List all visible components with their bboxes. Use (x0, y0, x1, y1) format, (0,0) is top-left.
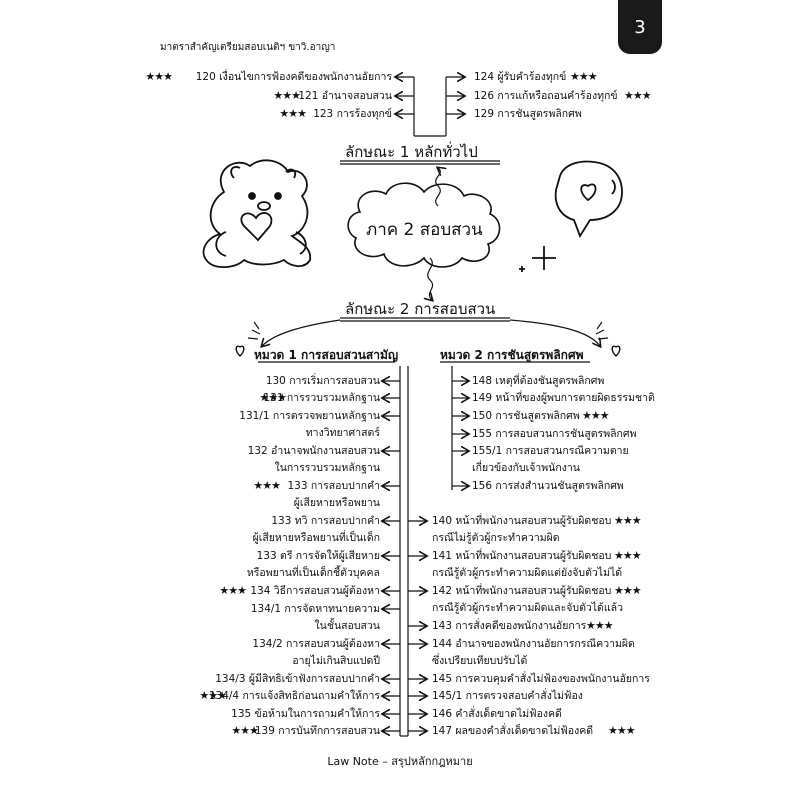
shared-item: กรณีรู้ตัวผู้กระทำความผิดแต่ยังจับตัวไม่… (432, 567, 623, 579)
shared-item: 142 หน้าที่พนักงานสอบสวนผู้รับผิดชอบ (432, 585, 612, 597)
star-rating: ★★★ (624, 89, 652, 102)
category1-item: 134/4 การแจ้งสิทธิก่อนถามคำให้การ (208, 690, 380, 702)
top-left-item: 121 อำนาจสอบสวน (298, 90, 392, 102)
star-rating: ★★★ (614, 514, 642, 527)
category1-item: 134 วิธีการสอบสวนผู้ต้องหา (250, 585, 380, 597)
part-title: ภาค 2 สอบสวน (366, 220, 483, 240)
category2-item: 156 การส่งสำนวนชันสูตรพลิกศพ (472, 480, 624, 492)
star-rating: ★★★ (608, 724, 636, 737)
shared-item: 147 ผลของคำสั่งเด็ดขาดไม่ฟ้องคดี (432, 725, 594, 737)
star-rating: ★★★ (253, 479, 281, 492)
star-rating: ★★★ (586, 619, 614, 632)
category1-item: 131 การรวบรวมหลักฐาน (263, 392, 380, 404)
heart-bubble-icon (554, 160, 623, 239)
category1-item: 133 ทวิ การสอบปากคำ (271, 515, 380, 527)
star-rating: ★★★ (614, 549, 642, 562)
star-rating: ★★★ (199, 689, 227, 702)
star-rating: ★★★ (570, 70, 598, 83)
shared-item: 144 อำนาจของพนักงานอัยการกรณีความผิด (432, 638, 635, 650)
category2-item: 150 การชันสูตรพลิกศพ (472, 410, 580, 422)
star-rating: ★★★ (259, 391, 287, 404)
category1-item: ผู้เสียหายหรือพยาน (293, 497, 380, 509)
heart-icon (235, 345, 621, 357)
star-rating: ★★★ (219, 584, 247, 597)
star-rating: ★★★ (582, 409, 610, 422)
category1-item: 133 การสอบปากคำ (287, 480, 381, 492)
category2-item: 155/1 การสอบสวนกรณีความตาย (472, 445, 629, 457)
category2-item: 149 หน้าที่ของผู้พบการตายผิดธรรมชาติ (472, 392, 655, 404)
category1-item: หรือพยานที่เป็นเด็กชี้ตัวบุคคล (246, 567, 380, 579)
shared-item: ซึ่งเปรียบเทียบปรับได้ (432, 655, 528, 667)
top-left-item: 123 การร้องทุกข์ (313, 108, 392, 120)
category1-title: หมวด 1 การสอบสวนสามัญ (254, 348, 399, 362)
bear-icon (202, 159, 312, 268)
shared-item: 145/1 การตรวจสอบคำสั่งไม่ฟ้อง (432, 690, 583, 702)
shared-item: 140 หน้าที่พนักงานสอบสวนผู้รับผิดชอบ (432, 515, 612, 527)
category2-title: หมวด 2 การชันสูตรพลิกศพ (440, 348, 584, 362)
shared-item: 143 การสั่งคดีของพนักงานอัยการ (432, 620, 587, 632)
category1-item: ในการรวบรวมหลักฐาน (274, 462, 380, 474)
page-subtitle: มาตราสำคัญเตรียมสอบเนติฯ ขาวิ.อาญา (160, 42, 336, 53)
top-left-item: 120 เงื่อนไขการฟ้องคดีของพนักงานอัยการ (195, 71, 392, 83)
category1-item: 132 อำนาจพนักงานสอบสวน (247, 445, 380, 457)
category2-item: เกี่ยวข้องกับเจ้าพนักงาน (472, 462, 580, 474)
category1-item: ทางวิทยาศาสตร์ (305, 427, 380, 439)
page-number: 3 (618, 0, 662, 54)
shared-item: 141 หน้าที่พนักงานสอบสวนผู้รับผิดชอบ (432, 550, 612, 562)
category1-item: 130 การเริ่มการสอบสวน (265, 375, 380, 387)
category1-item: 133 ตรี การจัดให้ผู้เสียหาย (256, 550, 380, 562)
star-rating: ★★★ (231, 724, 259, 737)
section2-title: ลักษณะ 2 การสอบสวน (345, 300, 496, 318)
shared-item: 146 คำสั่งเด็ดขาดไม่ฟ้องคดี (432, 708, 562, 720)
top-right-item: 126 การแก้หรือถอนคำร้องทุกข์ (474, 90, 618, 102)
category1-item: ในชั้นสอบสวน (314, 620, 380, 632)
star-rating: ★★★ (279, 107, 307, 120)
top-right-item: 129 การชันสูตรพลิกศพ (474, 108, 582, 120)
category1-item: 139 การบันทึกการสอบสวน (254, 725, 380, 737)
category1-item: 134/2 การสอบสวนผู้ต้องหา (252, 638, 380, 650)
footer: Law Note – สรุปหลักกฎหมาย (327, 755, 473, 768)
shared-item: กรณีรู้ตัวผู้กระทำความผิดและจับตัวได้แล้… (432, 602, 623, 614)
top-right-item: 124 ผู้รับคำร้องทุกข์ (474, 71, 567, 83)
category1-item: ผู้เสียหายหรือพยานที่เป็นเด็ก (252, 532, 380, 544)
shared-item: 145 การควบคุมคำสั่งไม่ฟ้องของพนักงานอัยก… (432, 673, 650, 685)
star-rating: ★★★ (614, 584, 642, 597)
category1-item: 134/3 ผู้มีสิทธิเข้าฟังการสอบปากคำ (215, 673, 380, 685)
star-rating: ★★★ (145, 70, 173, 83)
star-rating: ★★★ (273, 89, 301, 102)
category1-item: 135 ข้อห้ามในการถามคำให้การ (231, 708, 380, 720)
section1-title: ลักษณะ 1 หลักทั่วไป (345, 143, 478, 161)
category1-item: อายุไม่เกินสิบแปดปี (292, 655, 380, 667)
category1-item: 131/1 การตรวจพยานหลักฐาน (239, 410, 380, 422)
category2-item: 155 การสอบสวนการชันสูตรพลิกศพ (472, 428, 637, 440)
category1-item: 134/1 การจัดหาทนายความ (250, 603, 380, 615)
shared-item: กรณีไม่รู้ตัวผู้กระทำความผิด (432, 532, 560, 544)
sparkle-icon (519, 246, 556, 272)
category2-item: 148 เหตุที่ต้องชันสูตรพลิกศพ (472, 375, 605, 387)
